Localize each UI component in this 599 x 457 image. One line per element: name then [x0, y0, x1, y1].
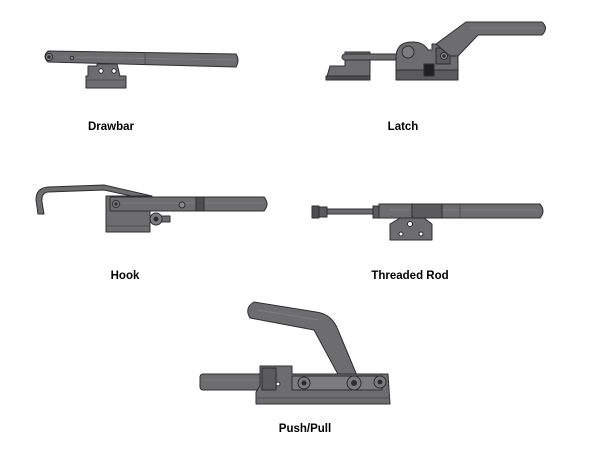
label-hook: Hook: [110, 270, 140, 282]
threaded-rod: [311, 205, 380, 219]
label-drawbar: Drawbar: [87, 121, 135, 133]
drawbar-base: [85, 63, 127, 89]
latch-handle: [435, 21, 546, 57]
hook-handle: [109, 196, 268, 212]
label-latch: Latch: [387, 121, 419, 133]
push-pull-plunger: [199, 373, 265, 391]
label-push-pull: Push/Pull: [278, 423, 332, 435]
label-threaded-rod: Threaded Rod: [371, 270, 449, 282]
latch-rod: [341, 53, 401, 61]
push-pull-base: [255, 365, 391, 405]
latch-base: [395, 41, 459, 81]
threaded-rod-handle: [378, 203, 544, 219]
drawbar-handle: [44, 50, 239, 68]
push-pull-clamp: [199, 301, 391, 405]
drawbar-clamp: [44, 50, 239, 89]
hook-clamp: [35, 184, 268, 233]
threaded-rod-base: [389, 217, 433, 241]
latch-clamp: [325, 21, 546, 81]
threaded-rod-clamp: [311, 203, 544, 241]
